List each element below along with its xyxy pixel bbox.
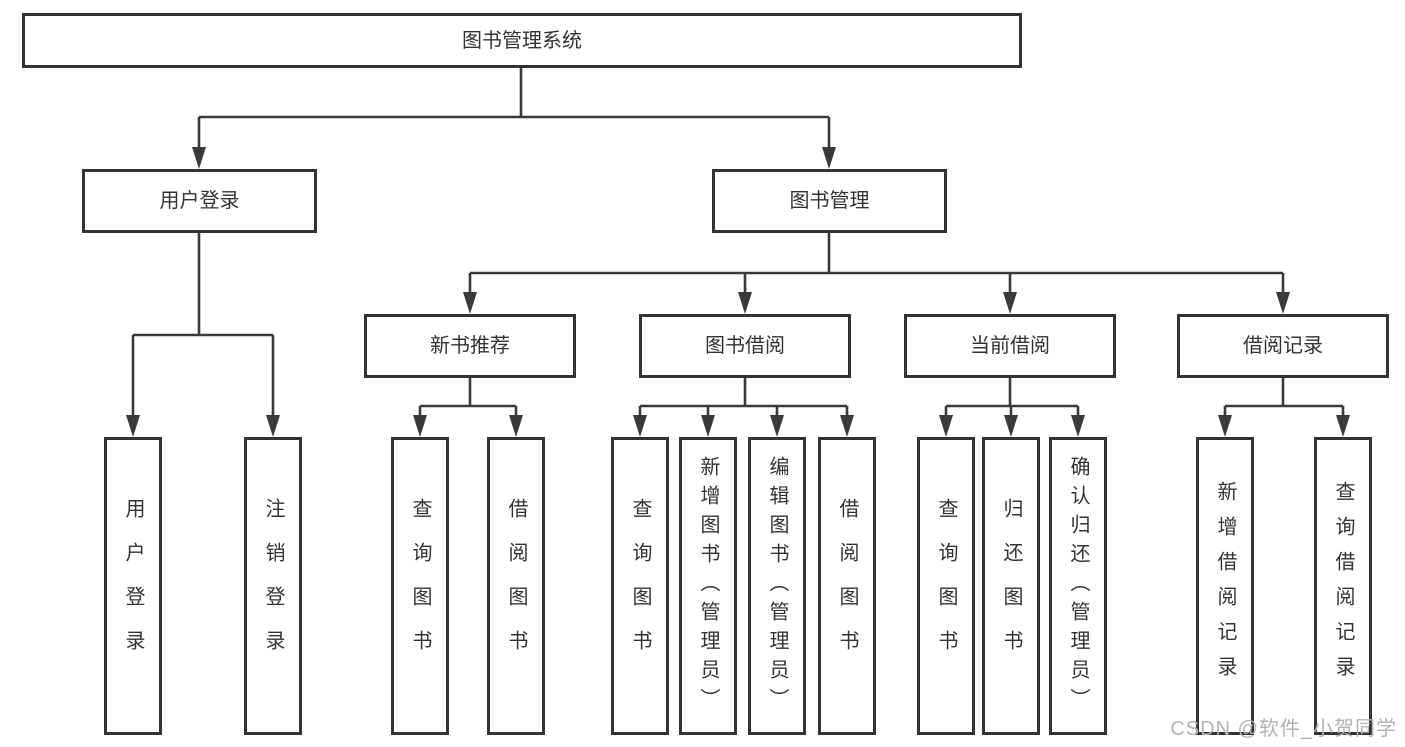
node-borrowing-records: 借阅记录 — [1177, 314, 1389, 378]
leaf-edit-book-admin: 编辑图书（管理员） — [748, 437, 806, 735]
leaf-user-login: 用户登录 — [104, 437, 162, 735]
csdn-watermark: CSDN @软件_小贺同学 — [1170, 718, 1397, 740]
node-label: 图书管理 — [789, 190, 870, 212]
leaf-label: 查询图书 — [935, 498, 957, 674]
node-book-management: 图书管理 — [712, 169, 947, 233]
leaf-label: 新增图书（管理员） — [697, 455, 719, 717]
node-library-management-system: 图书管理系统 — [22, 13, 1022, 68]
leaf-label: 新增借阅记录 — [1214, 481, 1236, 691]
leaf-query-books-current: 查询图书 — [917, 437, 975, 735]
leaf-label: 借阅图书 — [836, 498, 858, 674]
leaf-label: 用户登录 — [122, 498, 144, 674]
node-label: 图书借阅 — [705, 335, 785, 357]
leaf-confirm-return-admin: 确认归还（管理员） — [1049, 437, 1107, 735]
leaf-query-borrow-record: 查询借阅记录 — [1314, 437, 1372, 735]
leaf-label: 确认归还（管理员） — [1067, 455, 1089, 717]
node-label: 图书管理系统 — [462, 29, 582, 52]
leaf-label: 查询图书 — [629, 498, 651, 674]
leaf-add-book-admin: 新增图书（管理员） — [679, 437, 737, 735]
node-new-book-recommendation: 新书推荐 — [364, 314, 576, 378]
leaf-label: 查询借阅记录 — [1332, 481, 1354, 691]
node-book-borrowing: 图书借阅 — [639, 314, 851, 378]
node-label: 当前借阅 — [970, 335, 1050, 357]
leaf-query-books-recommend: 查询图书 — [391, 437, 449, 735]
leaf-label: 借阅图书 — [505, 498, 527, 674]
leaf-borrow-books-recommend: 借阅图书 — [487, 437, 545, 735]
node-user-login: 用户登录 — [82, 169, 317, 233]
leaf-add-borrow-record: 新增借阅记录 — [1196, 437, 1254, 735]
leaf-return-books: 归还图书 — [982, 437, 1040, 735]
leaf-label: 注销登录 — [262, 498, 284, 674]
leaf-query-books-borrowing: 查询图书 — [611, 437, 669, 735]
node-current-borrowing: 当前借阅 — [904, 314, 1116, 378]
leaf-label: 归还图书 — [1000, 498, 1022, 674]
leaf-label: 编辑图书（管理员） — [766, 455, 788, 717]
leaf-borrow-books-borrowing: 借阅图书 — [818, 437, 876, 735]
leaf-label: 查询图书 — [409, 498, 431, 674]
node-label: 借阅记录 — [1243, 335, 1323, 357]
leaf-logout: 注销登录 — [244, 437, 302, 735]
node-label: 用户登录 — [159, 190, 240, 212]
node-label: 新书推荐 — [430, 335, 510, 357]
